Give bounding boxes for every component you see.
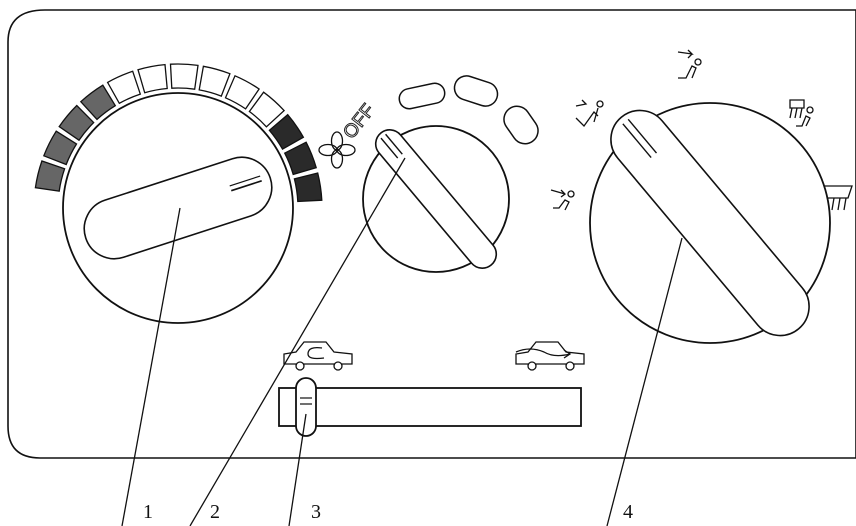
callout-4: 4 bbox=[623, 501, 633, 523]
temperature-segment bbox=[268, 113, 305, 150]
air-source-slider-handle[interactable] bbox=[295, 377, 317, 437]
fresh-air-icon bbox=[515, 341, 585, 371]
leader-4 bbox=[606, 237, 683, 526]
fan-speed-3 bbox=[503, 105, 539, 145]
air-distribution-knob[interactable] bbox=[589, 99, 831, 348]
callout-leaders bbox=[121, 157, 683, 526]
leader-3 bbox=[288, 413, 307, 526]
fan-speed-knob[interactable] bbox=[362, 124, 510, 274]
face-vent-icon bbox=[550, 189, 575, 211]
callout-2: 2 bbox=[210, 501, 220, 523]
temperature-segment bbox=[79, 84, 117, 121]
temperature-segment bbox=[198, 65, 231, 97]
temperature-segment bbox=[106, 70, 142, 105]
temperature-segment bbox=[224, 74, 261, 110]
floor-vent-icon bbox=[677, 49, 702, 79]
fan-speed-indicators bbox=[398, 75, 539, 145]
temperature-scale bbox=[34, 63, 323, 203]
fan-icon bbox=[318, 131, 356, 169]
bi-level-vent-icon bbox=[575, 99, 604, 128]
fan-speed-1 bbox=[398, 82, 446, 110]
recirculation-icon bbox=[283, 341, 353, 371]
control-panel bbox=[7, 9, 856, 459]
leader-2 bbox=[189, 157, 406, 526]
leader-1 bbox=[121, 207, 181, 526]
temperature-knob[interactable] bbox=[62, 92, 294, 324]
temperature-segment bbox=[58, 104, 95, 142]
callout-1: 1 bbox=[143, 501, 153, 523]
callout-3: 3 bbox=[311, 501, 321, 523]
temperature-segment bbox=[42, 130, 78, 166]
temperature-segment bbox=[293, 172, 323, 203]
temperature-segment bbox=[248, 91, 286, 128]
temperature-segment bbox=[137, 63, 168, 94]
temperature-segment bbox=[169, 63, 199, 90]
temperature-segment bbox=[283, 141, 318, 176]
floor-defrost-icon bbox=[789, 99, 814, 127]
temperature-segment bbox=[34, 160, 66, 192]
air-source-slider-track bbox=[278, 387, 582, 427]
fan-off-label: OFF bbox=[339, 100, 379, 143]
fan-speed-2 bbox=[453, 75, 499, 107]
